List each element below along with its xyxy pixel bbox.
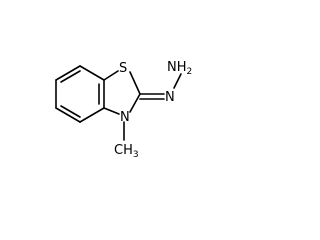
bond-benzene-inner-1 bbox=[60, 70, 81, 83]
ring-nitrogen-label: N bbox=[120, 110, 130, 125]
bond-benzene-inner-3 bbox=[60, 105, 81, 118]
bond-s-c2 bbox=[129, 71, 141, 95]
bond-benzene-2 bbox=[79, 65, 105, 81]
sulfur-label: S bbox=[119, 61, 127, 76]
bond-benzene-1 bbox=[55, 65, 81, 81]
imine-nitrogen-label: N bbox=[165, 90, 175, 105]
thiazole-ring bbox=[103, 70, 141, 115]
bond-c-s bbox=[103, 70, 119, 81]
bond-benzene-5 bbox=[55, 107, 81, 123]
bond-benzene-4 bbox=[79, 107, 105, 123]
bond-n-c bbox=[103, 107, 120, 115]
bond-n-nh2 bbox=[173, 73, 182, 89]
structure-diagram: S N N NH2 CH3 bbox=[55, 60, 192, 160]
methyl-ch-text: CH bbox=[114, 143, 133, 158]
bond-c2-n bbox=[129, 93, 141, 113]
hydrazine-subscript: 2 bbox=[187, 67, 193, 77]
hydrazine-label: NH2 bbox=[167, 60, 192, 77]
molecule-canvas: S N N NH2 CH3 bbox=[55, 60, 193, 160]
benzene-ring bbox=[55, 65, 105, 123]
methyl-label: CH3 bbox=[114, 143, 139, 160]
hydrazone-group bbox=[139, 73, 182, 100]
methyl-subscript: 3 bbox=[133, 150, 139, 160]
hydrazine-nh-text: NH bbox=[167, 60, 187, 75]
